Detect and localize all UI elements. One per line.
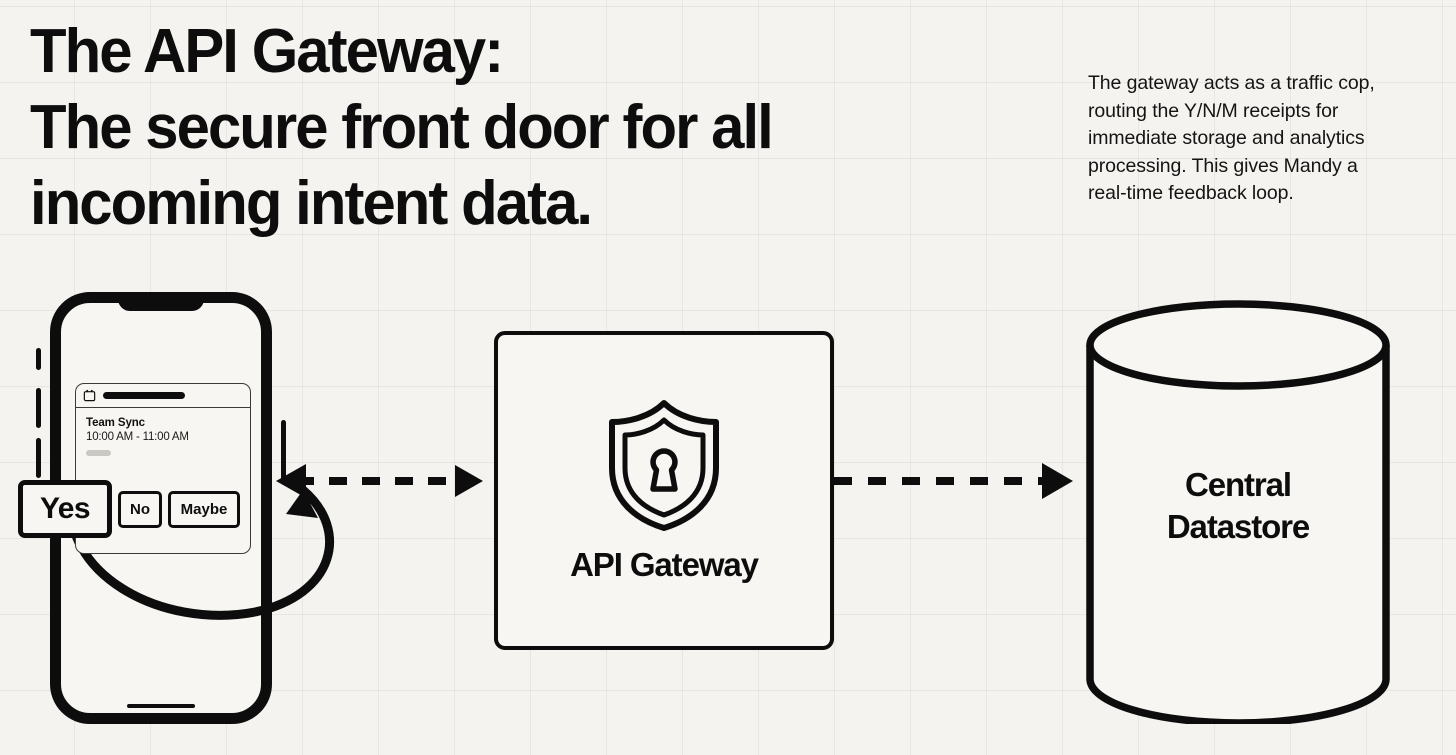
cylinder-shape: [1086, 300, 1390, 727]
dashed-arrow-gateway-to-datastore: [834, 463, 1073, 499]
notification-title: Team Sync: [86, 417, 145, 429]
rsvp-maybe-button[interactable]: Maybe: [168, 491, 240, 528]
phone-home-indicator: [127, 704, 195, 708]
notification-header: [76, 384, 250, 408]
sidenote-paragraph: The gateway acts as a traffic cop, routi…: [1088, 72, 1375, 204]
shield-lock-icon: [609, 399, 719, 531]
api-gateway-label: API Gateway: [570, 545, 759, 583]
notification-placeholder-bar: [86, 450, 111, 456]
api-gateway-node[interactable]: API Gateway: [494, 331, 834, 650]
central-datastore-label: Central Datastore: [1166, 466, 1310, 545]
phone-notch: [118, 292, 204, 311]
app-name-redacted-bar: [103, 392, 185, 399]
central-datastore-node[interactable]: Central Datastore: [1085, 300, 1391, 727]
phone-power-button[interactable]: [281, 420, 286, 482]
phone-mute-switch[interactable]: [36, 348, 41, 370]
page-title: The API Gateway: The secure front door f…: [30, 17, 774, 238]
feedback-loop-arrow: [66, 485, 334, 620]
calendar-icon: [83, 389, 96, 402]
notification-body: Team Sync 10:00 AM - 11:00 AM: [76, 408, 250, 456]
phone-volume-down-button[interactable]: [36, 438, 41, 478]
phone-volume-up-button[interactable]: [36, 388, 41, 428]
notification-time: 10:00 AM - 11:00 AM: [86, 431, 189, 443]
rsvp-yes-button[interactable]: Yes: [18, 480, 112, 538]
dashed-arrow-gateway-to-phone: [276, 464, 483, 498]
rsvp-no-button[interactable]: No: [118, 491, 162, 528]
